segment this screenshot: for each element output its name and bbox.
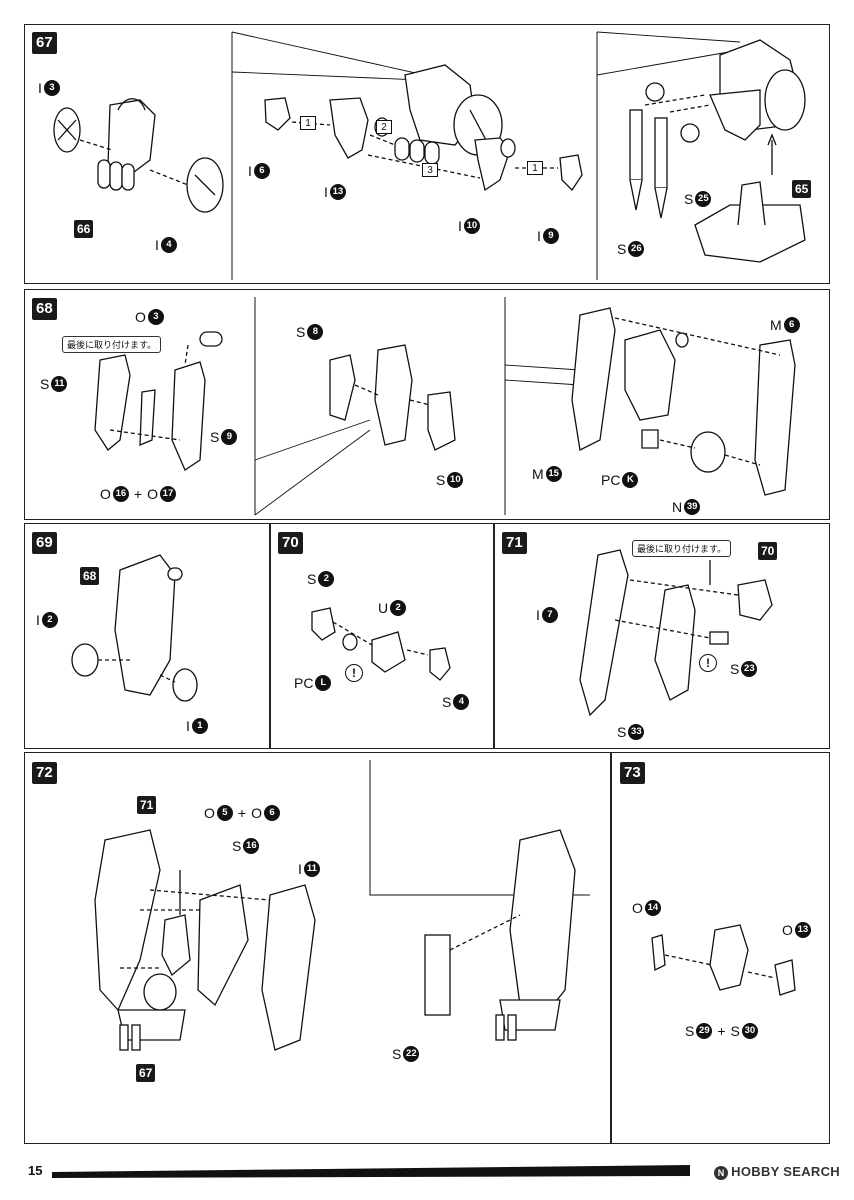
step-number-badge: 67: [32, 32, 57, 54]
caution-icon: !: [699, 654, 717, 672]
caution-icon: !: [345, 664, 363, 682]
attach-last-note: 最後に取り付けます。: [62, 336, 162, 353]
step-number-badge: 70: [278, 532, 303, 554]
step-number-badge: 73: [620, 762, 645, 784]
step-reference-badge: 66: [74, 220, 94, 238]
step-reference-badge: 68: [80, 567, 100, 585]
sequence-box: 2: [376, 120, 392, 134]
sequence-box: 3: [422, 163, 438, 177]
sequence-box: 1: [300, 116, 316, 130]
step-70-panel: [270, 523, 494, 749]
watermark-text: HOBBY SEARCH: [731, 1164, 840, 1179]
sequence-box: 1: [527, 161, 543, 175]
step-reference-badge: 71: [137, 796, 157, 814]
step-number-badge: 69: [32, 532, 57, 554]
hobbysearch-logo-icon: N: [714, 1165, 729, 1180]
step-number-badge: 72: [32, 762, 57, 784]
step-number-badge: 68: [32, 298, 57, 320]
attach-last-note: 最後に取り付けます。: [632, 540, 732, 557]
step-reference-badge: 70: [758, 542, 778, 560]
step-number-badge: 71: [502, 532, 527, 554]
step-reference-badge: 67: [136, 1064, 156, 1082]
step-reference-badge: 65: [792, 180, 812, 198]
page-number: 15: [28, 1163, 43, 1178]
